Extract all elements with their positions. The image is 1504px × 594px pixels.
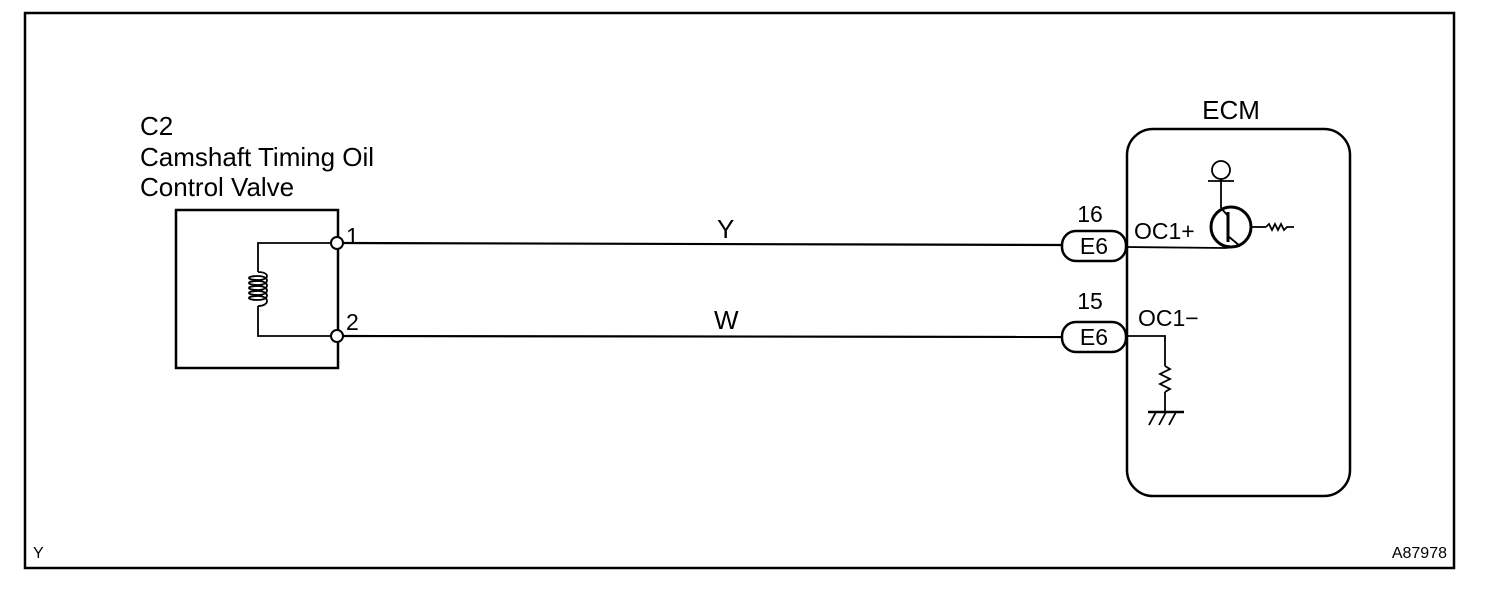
- valve-box: [174, 208, 340, 370]
- connector-e6-pin15-label: E6: [1080, 324, 1108, 350]
- wire-w: [342, 334, 1063, 339]
- transistor-icon: [1125, 160, 1294, 249]
- ecm-title: ECM: [1202, 95, 1260, 125]
- diagram-frame: [23, 11, 1456, 570]
- ecm-pin-16-number: 16: [1077, 201, 1103, 227]
- wire-w-color-label: W: [714, 305, 739, 335]
- pin-2-label: 2: [346, 309, 359, 335]
- component-name-line2: Control Valve: [140, 172, 294, 202]
- component-code: C2: [140, 111, 173, 141]
- pin-2-terminal-icon: [330, 329, 344, 343]
- resistor-ground-icon: [1126, 335, 1184, 426]
- footer-left-code: Y: [33, 545, 44, 562]
- pin-1-terminal-icon: [330, 236, 344, 250]
- figure-id: A87978: [1392, 545, 1447, 562]
- pin-1-label: 1: [346, 223, 359, 249]
- solenoid-coil-icon: [248, 242, 337, 337]
- component-name-line1: Camshaft Timing Oil: [140, 142, 374, 172]
- wire-y-color-label: Y: [717, 214, 734, 244]
- ecm-box: [1125, 127, 1352, 498]
- ecm-pin-15-number: 15: [1077, 288, 1103, 314]
- connector-e6-pin16-label: E6: [1080, 233, 1108, 259]
- wire-y: [342, 241, 1063, 247]
- ecm-signal-oc1-plus: OC1+: [1134, 218, 1195, 244]
- ecm-signal-oc1-minus: OC1−: [1138, 305, 1199, 331]
